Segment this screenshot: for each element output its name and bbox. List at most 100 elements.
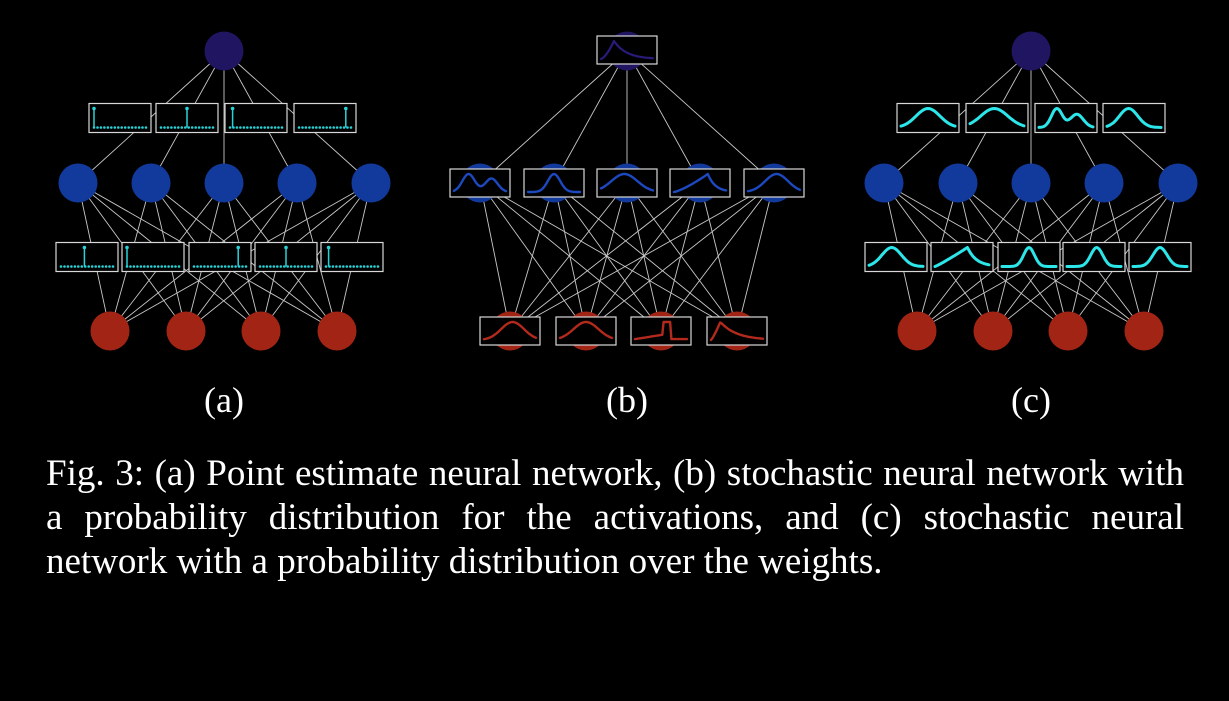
weight-box-hidden-layer: [320, 241, 384, 273]
point-marker: [167, 265, 170, 268]
activation-curve: [709, 321, 765, 342]
point-marker: [234, 265, 237, 268]
distribution-box-frame: [188, 241, 252, 273]
point-marker: [87, 265, 90, 268]
point-marker: [127, 126, 130, 129]
hidden-node: [131, 163, 171, 203]
weight-box-hidden-layer: [55, 241, 119, 273]
weight-distribution-curve: [867, 246, 925, 268]
point-marker: [349, 126, 353, 129]
point-marker: [335, 265, 338, 268]
weight-distribution-curve: [1131, 246, 1189, 268]
point-marker: [153, 265, 156, 268]
hidden-node: [938, 163, 978, 203]
point-marker: [143, 265, 146, 268]
point-marker: [185, 106, 189, 111]
point-marker: [206, 265, 210, 268]
activation-box-hidden: [743, 168, 805, 198]
input-node: [166, 311, 206, 351]
point-marker: [94, 265, 97, 268]
edge-hidden-input: [479, 182, 587, 332]
panel-label-b: (b): [606, 380, 648, 420]
point-marker: [315, 126, 318, 129]
point-marker: [244, 265, 248, 268]
activation-box-output: [596, 35, 658, 65]
edge-hidden-input: [585, 182, 628, 332]
input-node: [317, 311, 357, 351]
point-marker: [160, 265, 163, 268]
edge-hidden-input: [553, 182, 587, 332]
point-marker: [276, 265, 279, 268]
point-marker: [270, 126, 273, 129]
edge-hidden-input: [585, 182, 775, 332]
edge-hidden-input: [479, 182, 511, 332]
point-marker: [141, 126, 144, 129]
point-marker: [359, 265, 363, 268]
point-marker: [352, 265, 356, 268]
point-marker: [190, 126, 194, 129]
point-marker: [322, 126, 325, 129]
point-marker: [177, 126, 180, 129]
point-marker: [338, 265, 342, 268]
point-marker: [82, 245, 87, 250]
point-marker: [201, 126, 204, 129]
edge-hidden-input: [479, 182, 662, 332]
input-node: [1048, 311, 1088, 351]
weight-distribution-curve: [1037, 107, 1095, 129]
activation-curve: [526, 172, 582, 194]
point-marker: [286, 265, 290, 268]
point-marker: [265, 265, 269, 268]
point-marker: [217, 265, 220, 268]
point-marker: [349, 265, 352, 268]
weight-box-output-layer: [896, 102, 960, 134]
point-marker: [272, 265, 276, 268]
point-marker: [376, 265, 380, 268]
point-marker: [236, 245, 240, 250]
hidden-node: [204, 163, 244, 203]
activation-box-hidden: [596, 168, 658, 198]
edge-output-hidden: [553, 50, 628, 184]
figure-diagram: (a) (b) (c): [55, 31, 1198, 420]
point-marker: [194, 126, 197, 129]
hidden-node: [277, 163, 317, 203]
panel-label-c: (c): [1011, 380, 1051, 420]
point-marker: [170, 265, 174, 268]
point-marker: [301, 126, 304, 129]
point-marker: [220, 265, 223, 268]
point-marker: [263, 126, 267, 129]
point-marker: [331, 265, 335, 268]
weight-box-output-layer: [155, 102, 219, 134]
point-marker: [262, 265, 265, 268]
point-marker: [59, 265, 63, 268]
point-marker: [150, 265, 153, 268]
point-marker: [90, 265, 94, 268]
activation-curve: [599, 172, 655, 192]
point-marker: [163, 126, 166, 129]
point-marker: [163, 265, 167, 268]
point-marker: [239, 126, 242, 129]
point-marker: [146, 265, 150, 268]
activation-curve: [672, 172, 728, 194]
point-marker: [108, 265, 111, 268]
point-marker: [304, 126, 308, 129]
point-marker: [326, 245, 331, 250]
point-marker: [256, 126, 260, 129]
point-marker: [110, 126, 113, 129]
point-marker: [208, 126, 211, 129]
point-marker: [199, 265, 203, 268]
activation-curve: [558, 320, 614, 340]
point-marker: [342, 265, 345, 268]
point-marker: [284, 245, 288, 250]
input-node: [897, 311, 937, 351]
point-marker: [342, 126, 346, 129]
point-marker: [63, 265, 66, 268]
weight-distribution-curve: [968, 107, 1026, 128]
distribution-box-frame: [449, 168, 511, 198]
point-marker: [203, 265, 206, 268]
point-marker: [235, 126, 239, 129]
point-marker: [280, 126, 284, 129]
point-marker: [249, 126, 253, 129]
edge-hidden-input: [626, 182, 738, 332]
edge-hidden-input: [509, 182, 701, 332]
point-marker: [213, 265, 217, 268]
